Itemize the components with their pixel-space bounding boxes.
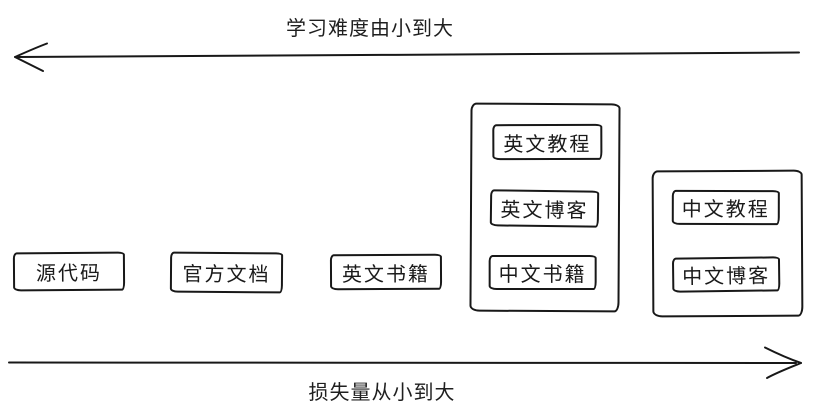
box-chinese-books: 中文书籍	[488, 254, 597, 290]
loss-axis-label: 损失量从小到大	[308, 382, 456, 404]
difficulty-arrow-left	[14, 42, 800, 72]
box-english-blogs: 英文博客	[489, 189, 600, 228]
box-chinese-books-label: 中文书籍	[498, 263, 587, 286]
box-english-books: 英文书籍	[329, 253, 443, 291]
group-box-chinese-sources: 中文教程 中文博客	[651, 169, 804, 318]
box-source-code-label: 源代码	[35, 262, 103, 286]
difficulty-axis-label: 学习难度由小到大	[286, 18, 454, 40]
box-chinese-blogs-label: 中文博客	[682, 265, 771, 289]
box-chinese-tutorials-label: 中文教程	[681, 198, 770, 222]
box-english-tutorials: 英文教程	[492, 123, 603, 161]
box-english-tutorials-label: 英文教程	[503, 133, 592, 156]
box-source-code: 源代码	[12, 251, 126, 292]
box-english-blogs-label: 英文博客	[500, 199, 589, 223]
box-official-docs: 官方文档	[169, 251, 284, 294]
box-english-books-label: 英文书籍	[341, 263, 431, 286]
box-chinese-blogs: 中文博客	[671, 256, 781, 293]
group-box-english-sources: 英文教程 英文博客 中文书籍	[469, 102, 621, 313]
box-chinese-tutorials: 中文教程	[671, 189, 780, 226]
loss-arrow-right	[8, 346, 802, 379]
box-official-docs-label: 官方文档	[182, 263, 271, 287]
